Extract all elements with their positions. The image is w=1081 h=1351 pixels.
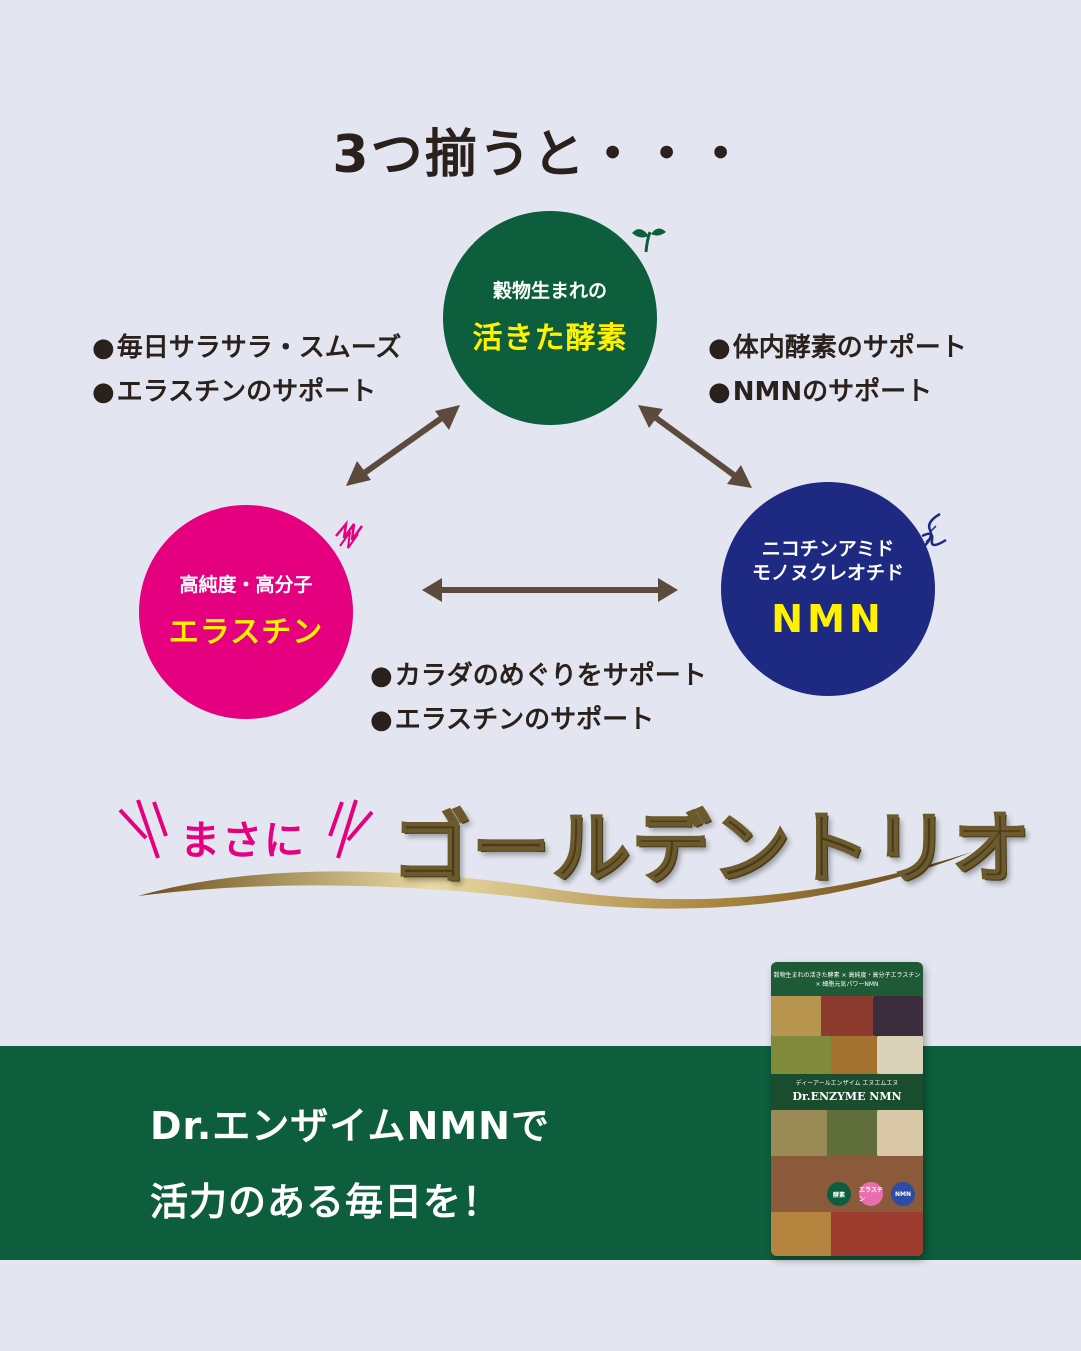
banner-line-1: Dr.エンザイムNMNで <box>150 1104 550 1148</box>
list-item: カラダのめぐりをサポート <box>370 654 707 698</box>
pouch-top-text: 穀物生まれの活きた酵素 × 高純度・高分子エラスチン × 細胞元気パワーNMN <box>771 962 923 996</box>
sprout-icon <box>632 228 666 253</box>
pouch-dot-enzyme: 酵素 <box>827 1182 851 1206</box>
pouch-dot-elastin: エラスチン <box>859 1182 883 1206</box>
enzyme-title: 活きた酵素 <box>472 321 628 356</box>
nmn-subtitle-1: ニコチンアミド <box>761 538 895 560</box>
list-item: エラスチンのサポート <box>92 370 401 414</box>
elastin-fiber-icon <box>335 519 364 549</box>
elastin-circle: 高純度・高分子 エラスチン <box>139 505 353 719</box>
pouch-dot-nmn: NMN <box>891 1182 915 1206</box>
tagline-prefix: まさに <box>180 818 306 864</box>
bullet-list-bottom: カラダのめぐりをサポート エラスチンのサポート <box>370 654 707 742</box>
pouch-label: ディーアールエンザイム エヌエムエヌ Dr.ENZYME NMN <box>771 1074 923 1110</box>
bullet-list-left: 毎日サラサラ・スムーズ エラスチンのサポート <box>92 326 402 414</box>
product-pouch-image: 穀物生まれの活きた酵素 × 高純度・高分子エラスチン × 細胞元気パワーNMN … <box>771 962 923 1256</box>
banner-line-2: 活力のある毎日を！ <box>150 1180 502 1224</box>
emphasis-lines-icon <box>118 799 374 859</box>
list-item: NMNのサポート <box>708 370 967 414</box>
double-arrow-icon <box>422 578 678 602</box>
nmn-title: NMN <box>771 597 885 641</box>
nmn-subtitle-2: モノヌクレオチド <box>751 562 904 584</box>
nmn-circle: ニコチンアミド モノヌクレオチド NMN <box>721 482 935 696</box>
page-title: 3つ揃うと・・・ <box>332 125 749 185</box>
gold-swoosh <box>138 852 972 909</box>
enzyme-circle: 穀物生まれの 活きた酵素 <box>443 211 657 425</box>
tagline-golden-trio: ゴールデントリオ <box>391 786 1032 898</box>
elastin-subtitle: 高純度・高分子 <box>179 574 313 596</box>
pouch-small-name: ディーアールエンザイム エヌエムエヌ <box>795 1080 899 1087</box>
list-item: 体内酵素のサポート <box>708 326 967 370</box>
banner-text: Dr.エンザイムNMNで 活力のある毎日を！ <box>150 1088 550 1240</box>
double-arrow-icon <box>638 405 752 488</box>
dna-icon <box>921 512 947 549</box>
pouch-product-name: Dr.ENZYME NMN <box>792 1090 902 1103</box>
double-arrow-icon <box>346 405 460 486</box>
list-item: 毎日サラサラ・スムーズ <box>92 326 402 370</box>
list-item: エラスチンのサポート <box>370 698 707 742</box>
bullet-list-right: 体内酵素のサポート NMNのサポート <box>708 326 967 414</box>
enzyme-subtitle: 穀物生まれの <box>492 280 607 302</box>
elastin-title: エラスチン <box>168 615 324 650</box>
